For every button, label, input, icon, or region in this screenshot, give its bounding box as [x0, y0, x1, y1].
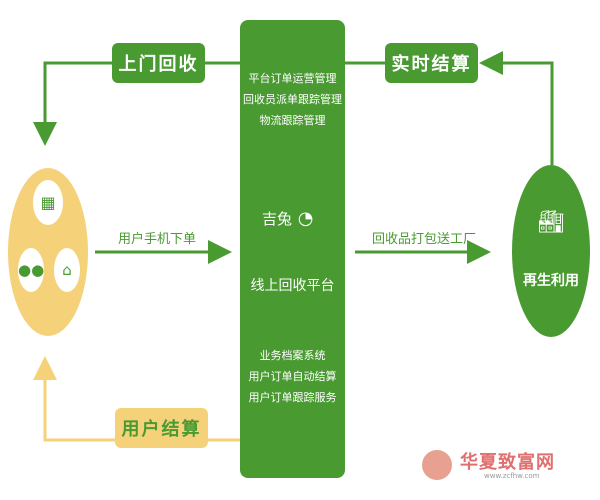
order-label: 用户手机下单 — [118, 232, 197, 247]
platform-title: 线上回收平台 — [250, 278, 335, 294]
panel-item: 用户订单跟踪服务 — [248, 391, 337, 404]
realtime-settle-label: 实时结算 — [385, 43, 478, 83]
panel-item: 物流跟踪管理 — [259, 114, 326, 127]
pickup-label: 上门回收 — [112, 43, 205, 83]
home-icon: ⌂ — [54, 248, 80, 292]
ship-label: 回收品打包送工厂 — [372, 232, 477, 247]
store-icon: ▦ — [33, 180, 63, 225]
panel-item: 业务档案系统 — [259, 349, 326, 362]
brand-logo: 吉兔 ◔ — [262, 208, 314, 229]
people-icon: ●● — [18, 248, 44, 292]
recycle-label: 再生利用 — [523, 273, 579, 289]
platform-panel: 平台订单运营管理 回收员派单跟踪管理 物流跟踪管理 吉兔 ◔ 线上回收平台 业务… — [240, 20, 345, 478]
panel-item: 用户订单自动结算 — [248, 370, 337, 383]
rabbit-icon: ◔ — [292, 208, 314, 229]
panel-item: 平台订单运营管理 — [248, 72, 337, 85]
users-node: ▦ ●● ⌂ — [8, 168, 88, 336]
recycle-node: 🏭︎ 再生利用 — [512, 165, 590, 337]
factory-icon: 🏭︎ — [537, 210, 565, 235]
panel-item: 回收员派单跟踪管理 — [243, 93, 342, 106]
user-settle-label: 用户结算 — [115, 408, 208, 448]
watermark-logo-icon — [422, 450, 452, 480]
watermark: 华夏致富网 www.zcfhw.com — [422, 448, 597, 488]
